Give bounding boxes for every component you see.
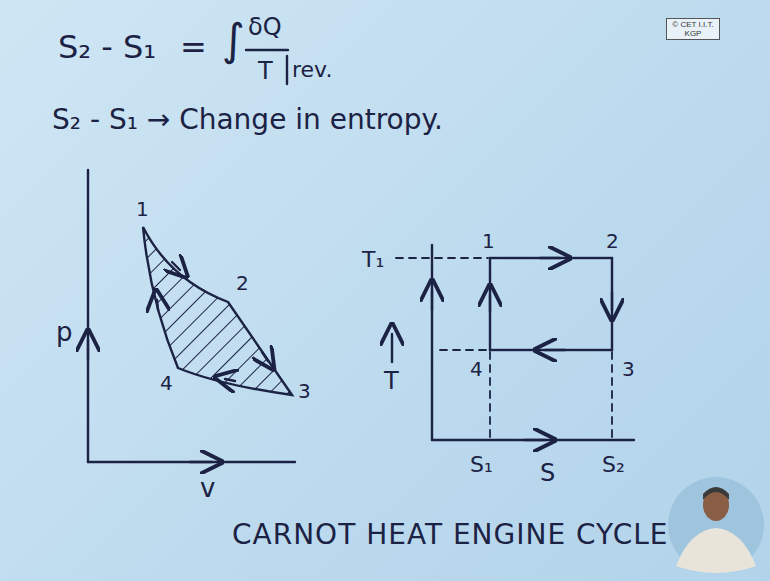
axis-label: T: [384, 368, 399, 394]
state-number: 4: [470, 358, 483, 380]
evaluation-bar: [286, 56, 288, 84]
ts-diagram: [392, 245, 634, 440]
watermark-box: © CET I.I.T. KGP: [666, 18, 720, 40]
state-number: 4: [160, 372, 173, 394]
axis-label: S: [540, 460, 555, 486]
pv-diagram: [88, 170, 295, 462]
state-number: 3: [298, 380, 311, 402]
integral-sign: ∫: [222, 16, 245, 64]
entropy-value: S₁: [470, 453, 493, 477]
numerator: δQ: [248, 14, 282, 40]
temperature-level: T₁: [362, 248, 384, 272]
presenter-thumbnail: [668, 477, 764, 573]
axis-label: v: [200, 474, 215, 503]
formula-lhs: S₂ - S₁: [58, 30, 156, 65]
subscript: rev.: [292, 58, 332, 82]
slide-caption: CARNOT HEAT ENGINE CYCLE: [232, 520, 668, 551]
state-number: 2: [236, 272, 249, 294]
state-number: 3: [622, 358, 635, 380]
state-number: 1: [482, 230, 495, 252]
denominator: T: [258, 58, 273, 84]
watermark-text: © CET I.I.T. KGP: [670, 20, 716, 38]
state-number: 2: [606, 230, 619, 252]
fraction-bar: [246, 49, 288, 51]
equals-sign: =: [180, 30, 207, 65]
axis-label: p: [56, 318, 73, 347]
entropy-value: S₂: [602, 453, 625, 477]
definition-line: S₂ - S₁ → Change in entropy.: [52, 105, 443, 136]
state-number: 1: [136, 198, 149, 220]
